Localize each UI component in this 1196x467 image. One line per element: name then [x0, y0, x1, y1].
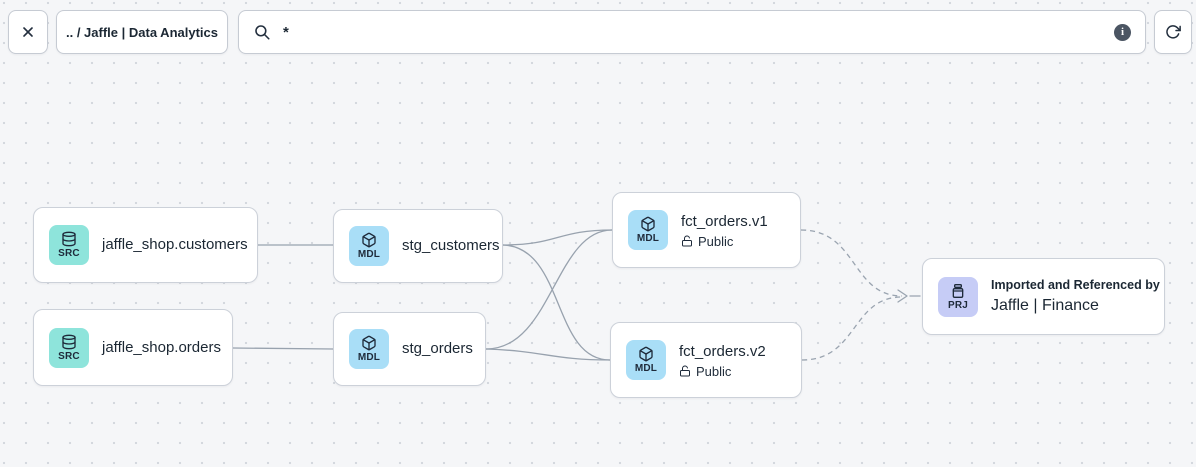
badge-label: SRC: [58, 248, 80, 259]
node-title: Jaffle | Finance: [991, 296, 1099, 314]
access-level: Public: [679, 365, 766, 378]
access-level: Public: [681, 235, 768, 248]
node-title: stg_customers: [402, 237, 500, 254]
node-title: jaffle_shop.orders: [102, 338, 221, 356]
model-badge: MDL: [626, 340, 666, 380]
access-label: Public: [696, 363, 732, 379]
breadcrumb-label: .. / Jaffle | Data Analytics: [66, 24, 218, 40]
access-label: Public: [698, 233, 734, 249]
search-icon: [255, 25, 270, 40]
badge-label: PRJ: [947, 299, 969, 311]
edge-stgorders-to-v2: [485, 348, 611, 361]
node-stg-customers[interactable]: MDL stg_customers: [333, 209, 503, 283]
edge-v2-to-project: [801, 296, 903, 361]
cube-icon: [639, 346, 653, 362]
badge-label: MDL: [634, 363, 658, 374]
source-badge: SRC: [49, 327, 89, 368]
node-fct-orders-v2[interactable]: MDL fct_orders.v2 Public: [610, 322, 802, 398]
edge-stgcustomers-to-v1: [502, 229, 613, 246]
node-project-jaffle-finance[interactable]: PRJ Imported and Referenced by Jaffle | …: [922, 258, 1165, 335]
project-badge: PRJ: [938, 276, 978, 317]
node-title: stg_orders: [402, 340, 473, 357]
node-source-jaffle-shop-customers[interactable]: SRC jaffle_shop.customers: [33, 207, 258, 283]
badge-label: SRC: [58, 350, 80, 362]
source-badge: SRC: [49, 225, 89, 265]
breadcrumb[interactable]: .. / Jaffle | Data Analytics: [56, 10, 228, 54]
edge-stgorders-to-v1: [485, 229, 613, 350]
database-icon: [62, 231, 76, 247]
database-icon: [62, 334, 76, 349]
search-box[interactable]: i: [238, 10, 1146, 54]
node-fct-orders-v1[interactable]: MDL fct_orders.v1 Public: [612, 192, 801, 268]
cube-icon: [362, 232, 376, 248]
close-icon: [23, 27, 33, 37]
model-badge: MDL: [349, 226, 389, 266]
cube-icon: [362, 335, 376, 351]
model-badge: MDL: [628, 210, 668, 250]
edge-v1-to-project: [800, 229, 903, 297]
archive-icon: [952, 283, 964, 298]
edge-orders-to-stg: [232, 347, 334, 350]
node-source-jaffle-shop-orders[interactable]: SRC jaffle_shop.orders: [33, 309, 233, 386]
cube-icon: [641, 216, 655, 232]
search-input[interactable]: [283, 23, 1102, 41]
lock-open-icon: [680, 365, 690, 377]
badge-label: MDL: [636, 233, 660, 244]
project-subtitle: Imported and Referenced by: [991, 277, 1160, 292]
close-button[interactable]: [8, 10, 48, 54]
node-title: fct_orders.v2: [679, 342, 766, 360]
model-badge: MDL: [349, 329, 389, 369]
badge-label: MDL: [357, 249, 381, 260]
edge-stgcustomers-to-v2: [502, 244, 611, 361]
node-title: jaffle_shop.customers: [102, 236, 248, 253]
badge-label: MDL: [357, 352, 381, 363]
node-title: fct_orders.v1: [681, 212, 768, 230]
refresh-icon: [1166, 25, 1181, 39]
node-stg-orders[interactable]: MDL stg_orders: [333, 312, 486, 386]
info-icon[interactable]: i: [1114, 23, 1131, 41]
lock-open-icon: [682, 235, 692, 247]
refresh-button[interactable]: [1154, 10, 1192, 54]
edge-arrowhead-icon: [897, 289, 908, 303]
